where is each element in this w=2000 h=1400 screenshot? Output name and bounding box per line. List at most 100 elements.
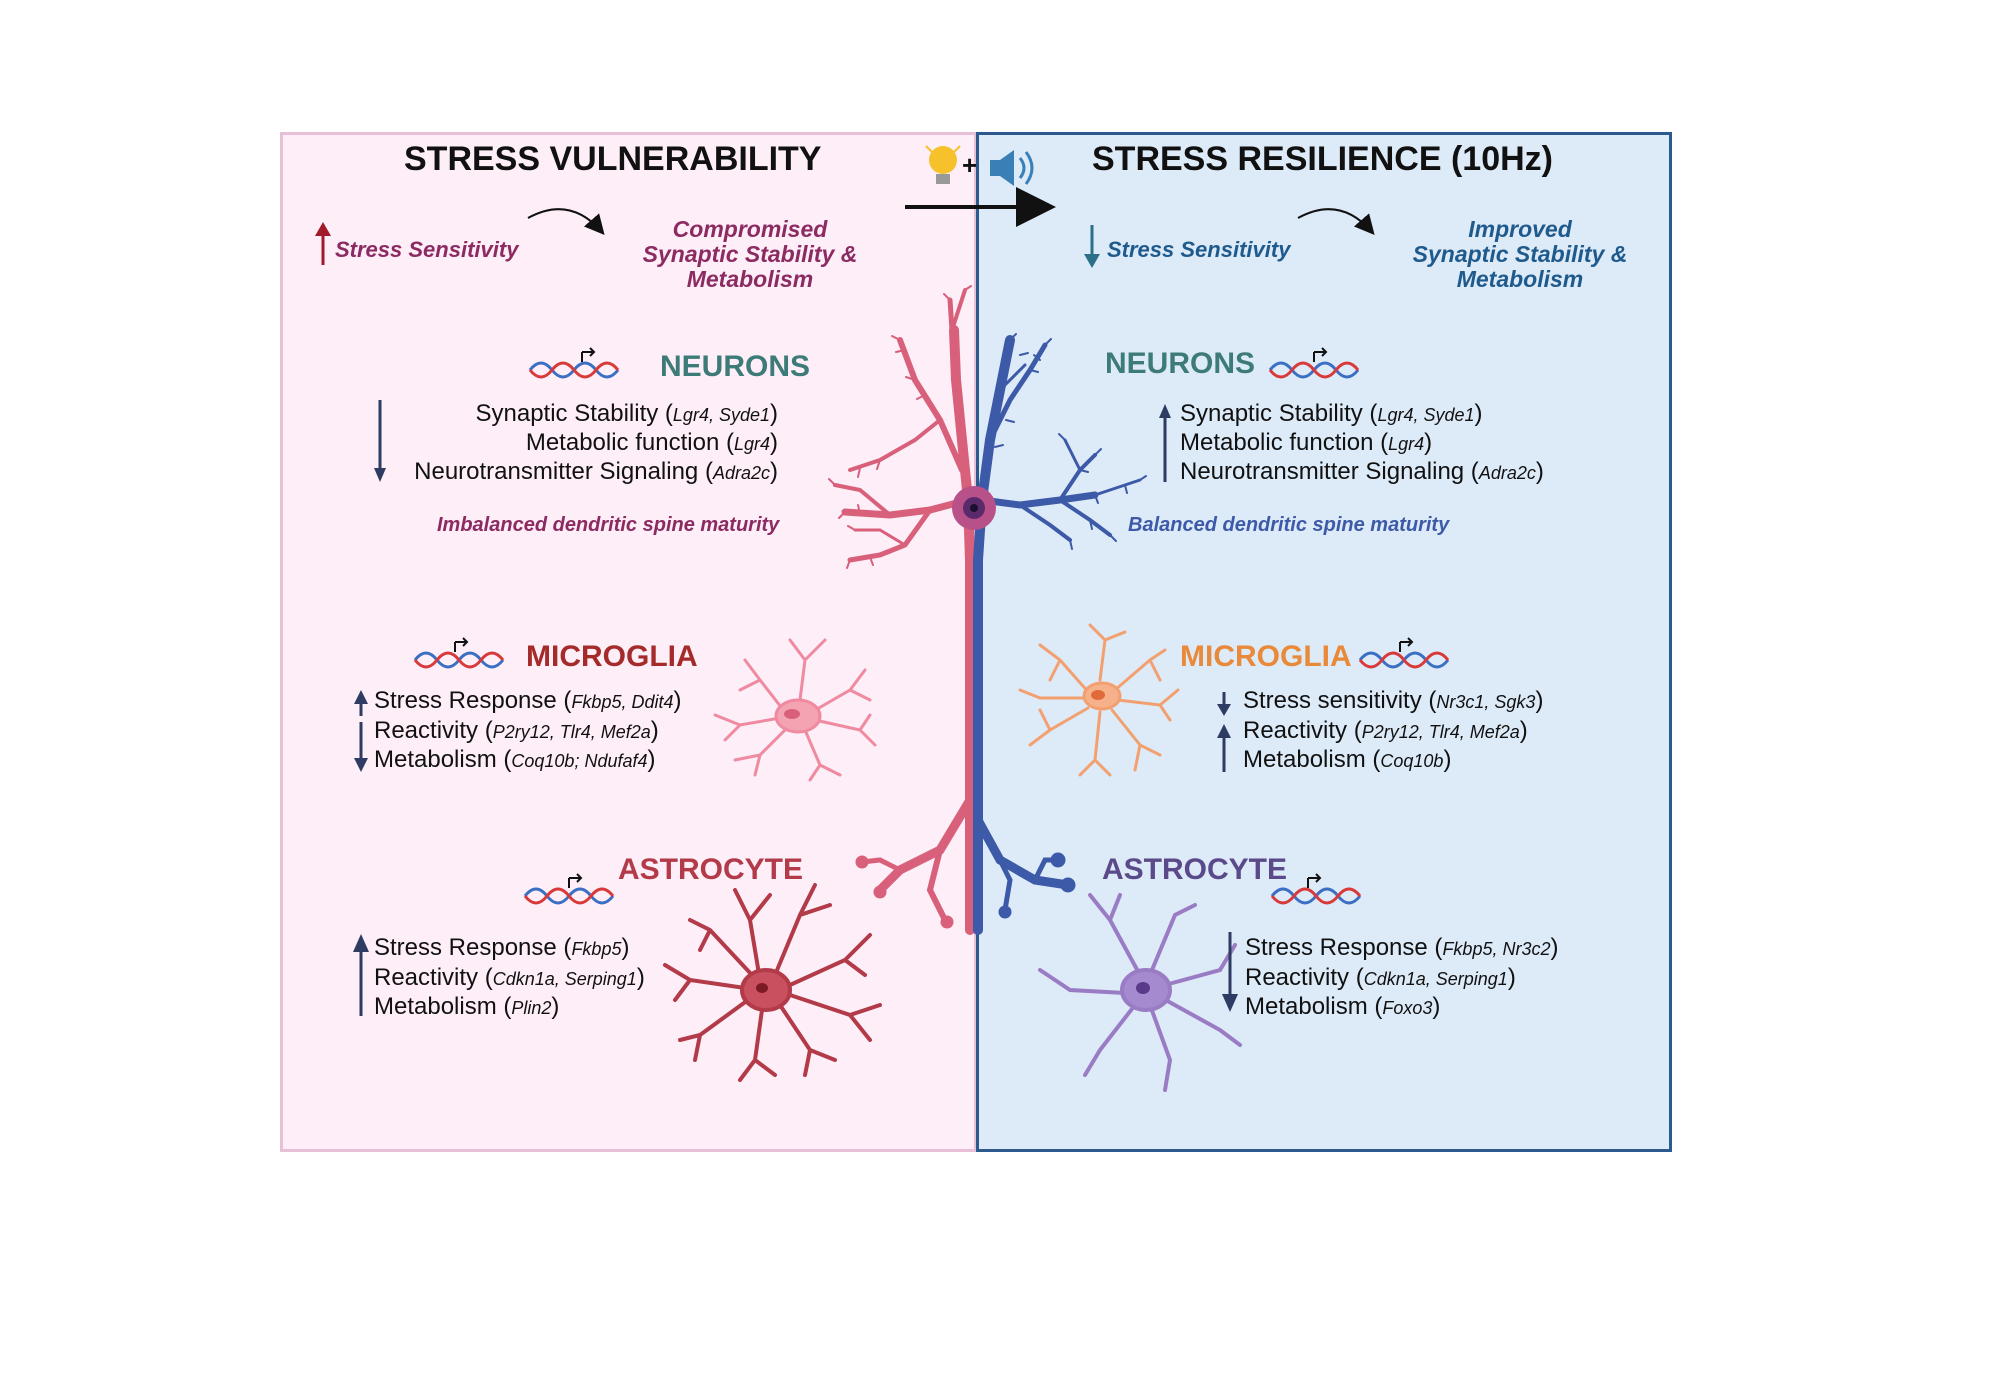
item-text: Synaptic Stability bbox=[475, 400, 659, 427]
dna-icon bbox=[523, 873, 615, 905]
gene-list: Cdkn1a, Serping1 bbox=[1363, 969, 1508, 989]
item-text: Metabolic function bbox=[525, 429, 720, 456]
microglia-left-up-arrow-icon bbox=[354, 690, 368, 716]
item-text: Reactivity bbox=[1245, 964, 1350, 991]
right-down-arrow-icon bbox=[1084, 225, 1100, 268]
left-panel-title: STRESS VULNERABILITY bbox=[404, 140, 822, 178]
item-text: Metabolism bbox=[1243, 746, 1366, 773]
astrocyte-right-item: Reactivity (Cdkn1a, Serping1) bbox=[1245, 964, 1516, 991]
microglia-right-item: Reactivity (P2ry12, Tlr4, Mef2a) bbox=[1243, 717, 1528, 744]
right-stress-sensitivity: Stress Sensitivity bbox=[1107, 237, 1291, 262]
item-text: Reactivity bbox=[374, 717, 479, 744]
neurons-left-heading: NEURONS bbox=[660, 350, 811, 383]
item-text: Reactivity bbox=[1243, 717, 1348, 744]
microglia-left-item: Stress Response (Fkbp5, Ddit4) bbox=[374, 687, 682, 714]
item-text: Neurotransmitter Signaling bbox=[414, 458, 699, 485]
item-text: Stress Response bbox=[374, 687, 557, 714]
left-up-arrow-icon bbox=[315, 222, 331, 265]
item-text: Metabolism bbox=[374, 746, 497, 773]
gene-list: Coq10b bbox=[1380, 751, 1444, 771]
astrocyte-right-heading: ASTROCYTE bbox=[1102, 853, 1288, 886]
gene-list: Adra2c bbox=[1478, 463, 1536, 483]
left-outcome-line: Compromised bbox=[672, 216, 828, 242]
gene-list: Lgr4, Syde1 bbox=[672, 405, 770, 425]
neurons-right-item: Neurotransmitter Signaling (Adra2c) bbox=[1180, 458, 1544, 485]
microglia-right-cell bbox=[1018, 623, 1180, 777]
item-text: Neurotransmitter Signaling bbox=[1180, 458, 1465, 485]
gene-list: Lgr4 bbox=[1388, 434, 1425, 454]
astrocyte-left-cell bbox=[663, 883, 882, 1082]
right-spine-label: Balanced dendritic spine maturity bbox=[1128, 514, 1450, 536]
gene-list: P2ry12, Tlr4, Mef2a bbox=[1361, 722, 1520, 742]
dna-icon bbox=[1270, 873, 1362, 905]
gene-list: Cdkn1a, Serping1 bbox=[492, 969, 637, 989]
lightbulb-icon bbox=[925, 145, 961, 184]
astrocyte-left-item: Metabolism (Plin2) bbox=[374, 993, 560, 1020]
neuron-soma bbox=[952, 486, 996, 530]
item-text: Metabolic function bbox=[1180, 429, 1374, 456]
astrocyte-left-item: Stress Response (Fkbp5) bbox=[374, 934, 630, 961]
item-text: Stress Response bbox=[374, 934, 557, 961]
speaker-icon bbox=[990, 150, 1034, 186]
left-outcome-line: Metabolism bbox=[686, 266, 814, 292]
dna-icon bbox=[1268, 347, 1360, 379]
neurons-left-down-arrow-icon bbox=[374, 400, 386, 482]
neurons-right-up-arrow-icon bbox=[1159, 404, 1171, 482]
item-text: Metabolism bbox=[1245, 993, 1368, 1020]
microglia-left-heading: MICROGLIA bbox=[526, 640, 698, 673]
item-text: Reactivity bbox=[374, 964, 479, 991]
vulnerability-panel bbox=[280, 132, 977, 1152]
gene-list: Fkbp5 bbox=[571, 939, 622, 959]
astrocyte-right-cell bbox=[1038, 893, 1242, 1092]
astrocyte-right-item: Metabolism (Foxo3) bbox=[1245, 993, 1441, 1020]
right-outcome: Improved Synaptic Stability & Metabolism bbox=[1400, 217, 1640, 292]
item-text: Metabolism bbox=[374, 993, 497, 1020]
left-outcome-line: Synaptic Stability & bbox=[642, 241, 858, 267]
astrocyte-left-up-arrow-icon bbox=[353, 934, 369, 1016]
neurons-right-item: Metabolic function (Lgr4) bbox=[1180, 429, 1433, 456]
gene-list: Coq10b; Ndufaf4 bbox=[511, 751, 648, 771]
astrocyte-right-item: Stress Response (Fkbp5, Nr3c2) bbox=[1245, 934, 1559, 961]
neurons-right-item: Synaptic Stability (Lgr4, Syde1) bbox=[1180, 400, 1483, 427]
microglia-right-down-arrow-icon bbox=[1217, 692, 1231, 716]
right-outcome-line: Metabolism bbox=[1456, 266, 1584, 292]
right-outcome-line: Synaptic Stability & bbox=[1412, 241, 1628, 267]
gene-list: Fkbp5, Ddit4 bbox=[571, 692, 674, 712]
gene-list: Lgr4, Syde1 bbox=[1377, 405, 1475, 425]
gene-list: P2ry12, Tlr4, Mef2a bbox=[492, 722, 651, 742]
right-panel-title: STRESS RESILIENCE (10Hz) bbox=[1092, 140, 1553, 178]
gene-list: Plin2 bbox=[511, 998, 552, 1018]
right-curved-arrow bbox=[1297, 208, 1375, 236]
neurons-right-heading: NEURONS bbox=[1105, 347, 1256, 380]
neurons-left-item: Synaptic Stability (Lgr4, Syde1) bbox=[475, 400, 778, 427]
astrocyte-left-item: Reactivity (Cdkn1a, Serping1) bbox=[374, 964, 645, 991]
microglia-right-item: Stress sensitivity (Nr3c1, Sgk3) bbox=[1243, 687, 1544, 714]
microglia-left-cell bbox=[713, 638, 877, 782]
item-text: Stress Response bbox=[1245, 934, 1428, 961]
right-outcome-line: Improved bbox=[1468, 216, 1572, 242]
item-text: Stress sensitivity bbox=[1243, 687, 1422, 714]
neurons-left-item: Neurotransmitter Signaling (Adra2c) bbox=[414, 458, 778, 485]
astrocyte-left-heading: ASTROCYTE bbox=[618, 853, 804, 886]
left-spine-label: Imbalanced dendritic spine maturity bbox=[437, 514, 780, 536]
item-text: Synaptic Stability bbox=[1180, 400, 1363, 427]
plus-sign: + bbox=[962, 150, 978, 180]
gene-list: Nr3c1, Sgk3 bbox=[1436, 692, 1536, 712]
microglia-left-item: Metabolism (Coq10b; Ndufaf4) bbox=[374, 746, 656, 773]
microglia-right-up-arrow-icon bbox=[1217, 724, 1231, 772]
gene-list: Foxo3 bbox=[1382, 998, 1433, 1018]
neurons-left-item: Metabolic function (Lgr4) bbox=[525, 429, 778, 456]
microglia-right-item: Metabolism (Coq10b) bbox=[1243, 746, 1452, 773]
microglia-left-down-arrow-icon bbox=[354, 722, 368, 772]
dna-icon bbox=[1358, 637, 1450, 669]
left-outcome: Compromised Synaptic Stability & Metabol… bbox=[630, 217, 870, 292]
gene-list: Adra2c bbox=[712, 463, 770, 483]
microglia-right-heading: MICROGLIA bbox=[1180, 640, 1352, 673]
astrocyte-right-down-arrow-icon bbox=[1222, 932, 1238, 1012]
neuron-blue-half bbox=[973, 333, 1147, 935]
resilience-panel bbox=[976, 132, 1672, 1152]
microglia-left-item: Reactivity (P2ry12, Tlr4, Mef2a) bbox=[374, 717, 659, 744]
gene-list: Fkbp5, Nr3c2 bbox=[1442, 939, 1551, 959]
neuron-pink-half bbox=[828, 285, 975, 935]
